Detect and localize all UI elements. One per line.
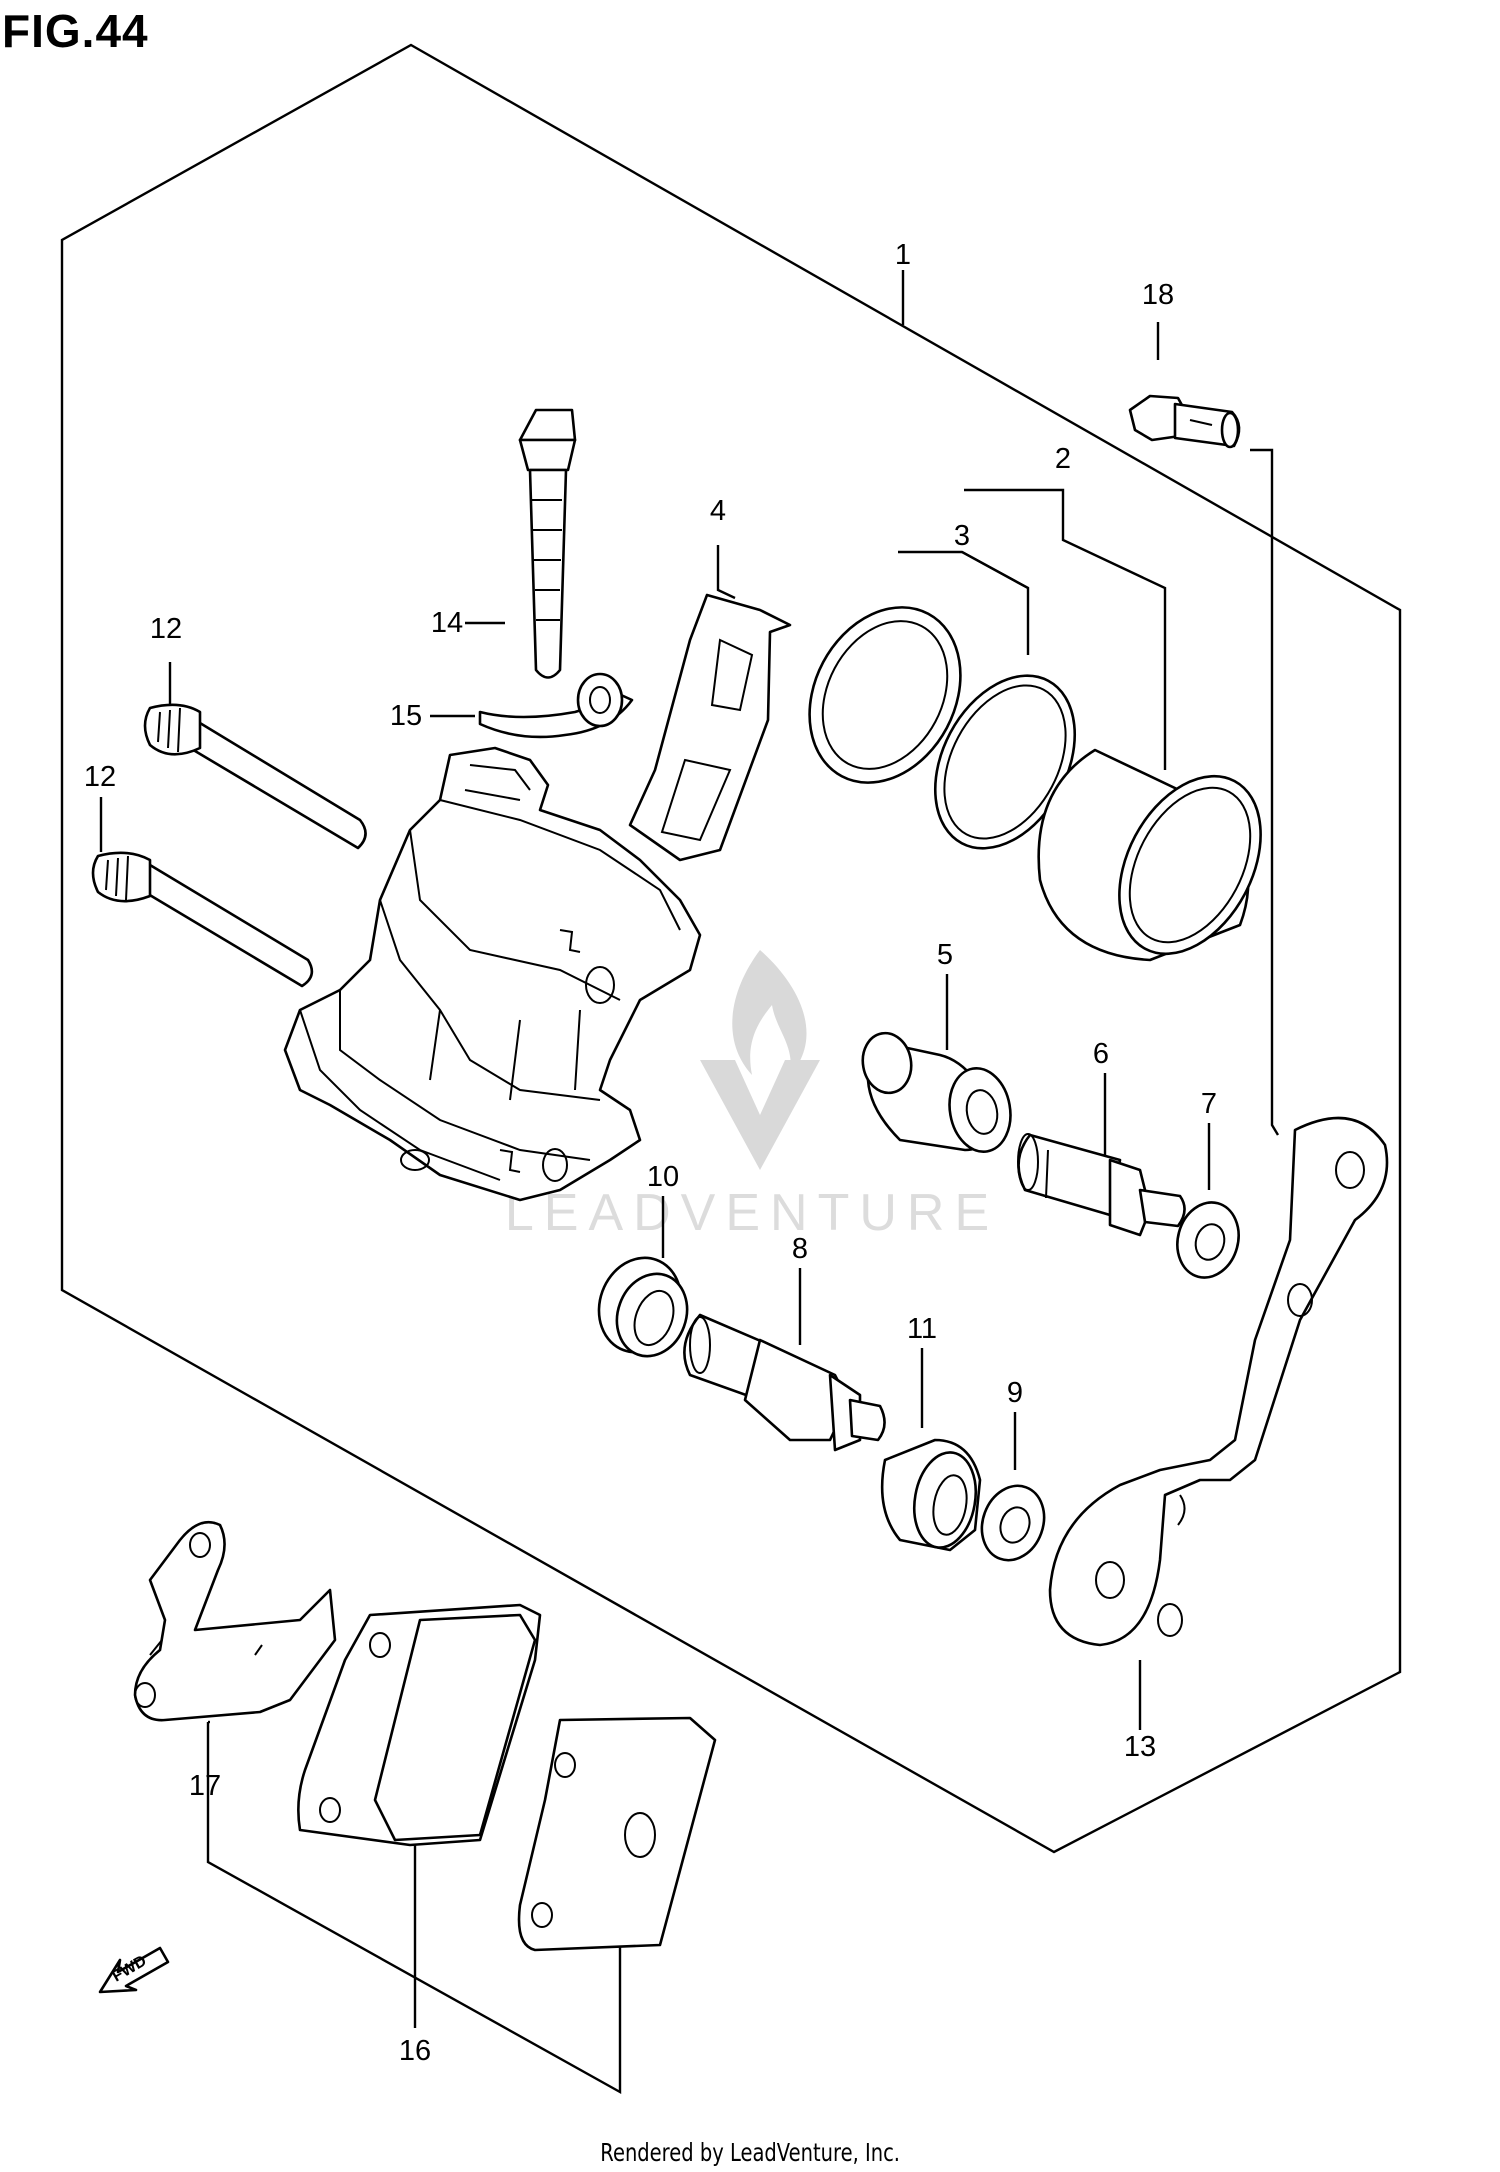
part-16-pad-rear bbox=[297, 1603, 542, 1847]
part-6-pin-bolt bbox=[1017, 1133, 1186, 1237]
part-8-pin bbox=[683, 1313, 886, 1452]
part-4-pad-spring bbox=[628, 593, 792, 862]
callout-1: 1 bbox=[895, 239, 911, 271]
callout-labels: 1 2 3 4 5 6 7 8 9 10 11 12 12 13 14 15 1… bbox=[84, 239, 1217, 2067]
callout-9: 9 bbox=[1007, 1377, 1023, 1409]
part-9-washer bbox=[980, 1484, 1046, 1562]
leadventure-flame-logo bbox=[700, 950, 820, 1170]
callout-7: 7 bbox=[1201, 1088, 1217, 1120]
callout-18: 18 bbox=[1142, 279, 1174, 311]
part-7-washer bbox=[1176, 1201, 1240, 1279]
leader-lines bbox=[99, 270, 1280, 2095]
part-14-bleeder bbox=[518, 408, 577, 679]
callout-3: 3 bbox=[954, 520, 970, 552]
callout-8: 8 bbox=[792, 1233, 808, 1265]
part-13-bracket bbox=[1048, 1116, 1389, 1647]
part-10-boot bbox=[597, 1256, 689, 1358]
caliper-assembly-outline bbox=[60, 43, 1402, 1854]
fwd-arrow-icon: FWD bbox=[98, 1946, 170, 1994]
callout-4: 4 bbox=[710, 495, 726, 527]
part-2-piston bbox=[1037, 748, 1262, 962]
callout-14: 14 bbox=[431, 607, 463, 639]
part-15-cap bbox=[478, 672, 634, 739]
callout-6: 6 bbox=[1093, 1038, 1109, 1070]
part-5-boot bbox=[861, 1031, 1012, 1153]
figure-title: FIG.44 bbox=[2, 5, 149, 57]
caliper-body bbox=[283, 746, 702, 1202]
part-11-boot bbox=[880, 1438, 982, 1552]
callout-13: 13 bbox=[1124, 1731, 1156, 1763]
callout-5: 5 bbox=[937, 939, 953, 971]
callout-10: 10 bbox=[647, 1161, 679, 1193]
callout-16: 16 bbox=[399, 2035, 431, 2067]
part-16-pad-front bbox=[517, 1716, 717, 1952]
render-credit-text: Rendered by LeadVenture, Inc. bbox=[600, 2138, 900, 2167]
render-credit: Rendered by LeadVenture, Inc. bbox=[0, 2138, 1500, 2167]
part-12-pin-upper bbox=[143, 703, 367, 850]
callout-2: 2 bbox=[1055, 443, 1071, 475]
callout-12-upper: 12 bbox=[150, 613, 182, 645]
part-12-pin-lower bbox=[91, 851, 314, 988]
part-18-bolt bbox=[1128, 394, 1241, 449]
part-17-shim bbox=[133, 1520, 337, 1722]
callout-11: 11 bbox=[907, 1313, 937, 1345]
watermark: LEADVENTURE bbox=[505, 950, 999, 1242]
part-3-piston-seal-outer bbox=[808, 606, 962, 784]
callout-17: 17 bbox=[189, 1770, 221, 1802]
watermark-text: LEADVENTURE bbox=[505, 1184, 999, 1242]
callout-15: 15 bbox=[390, 700, 422, 732]
callout-12-lower: 12 bbox=[84, 761, 116, 793]
